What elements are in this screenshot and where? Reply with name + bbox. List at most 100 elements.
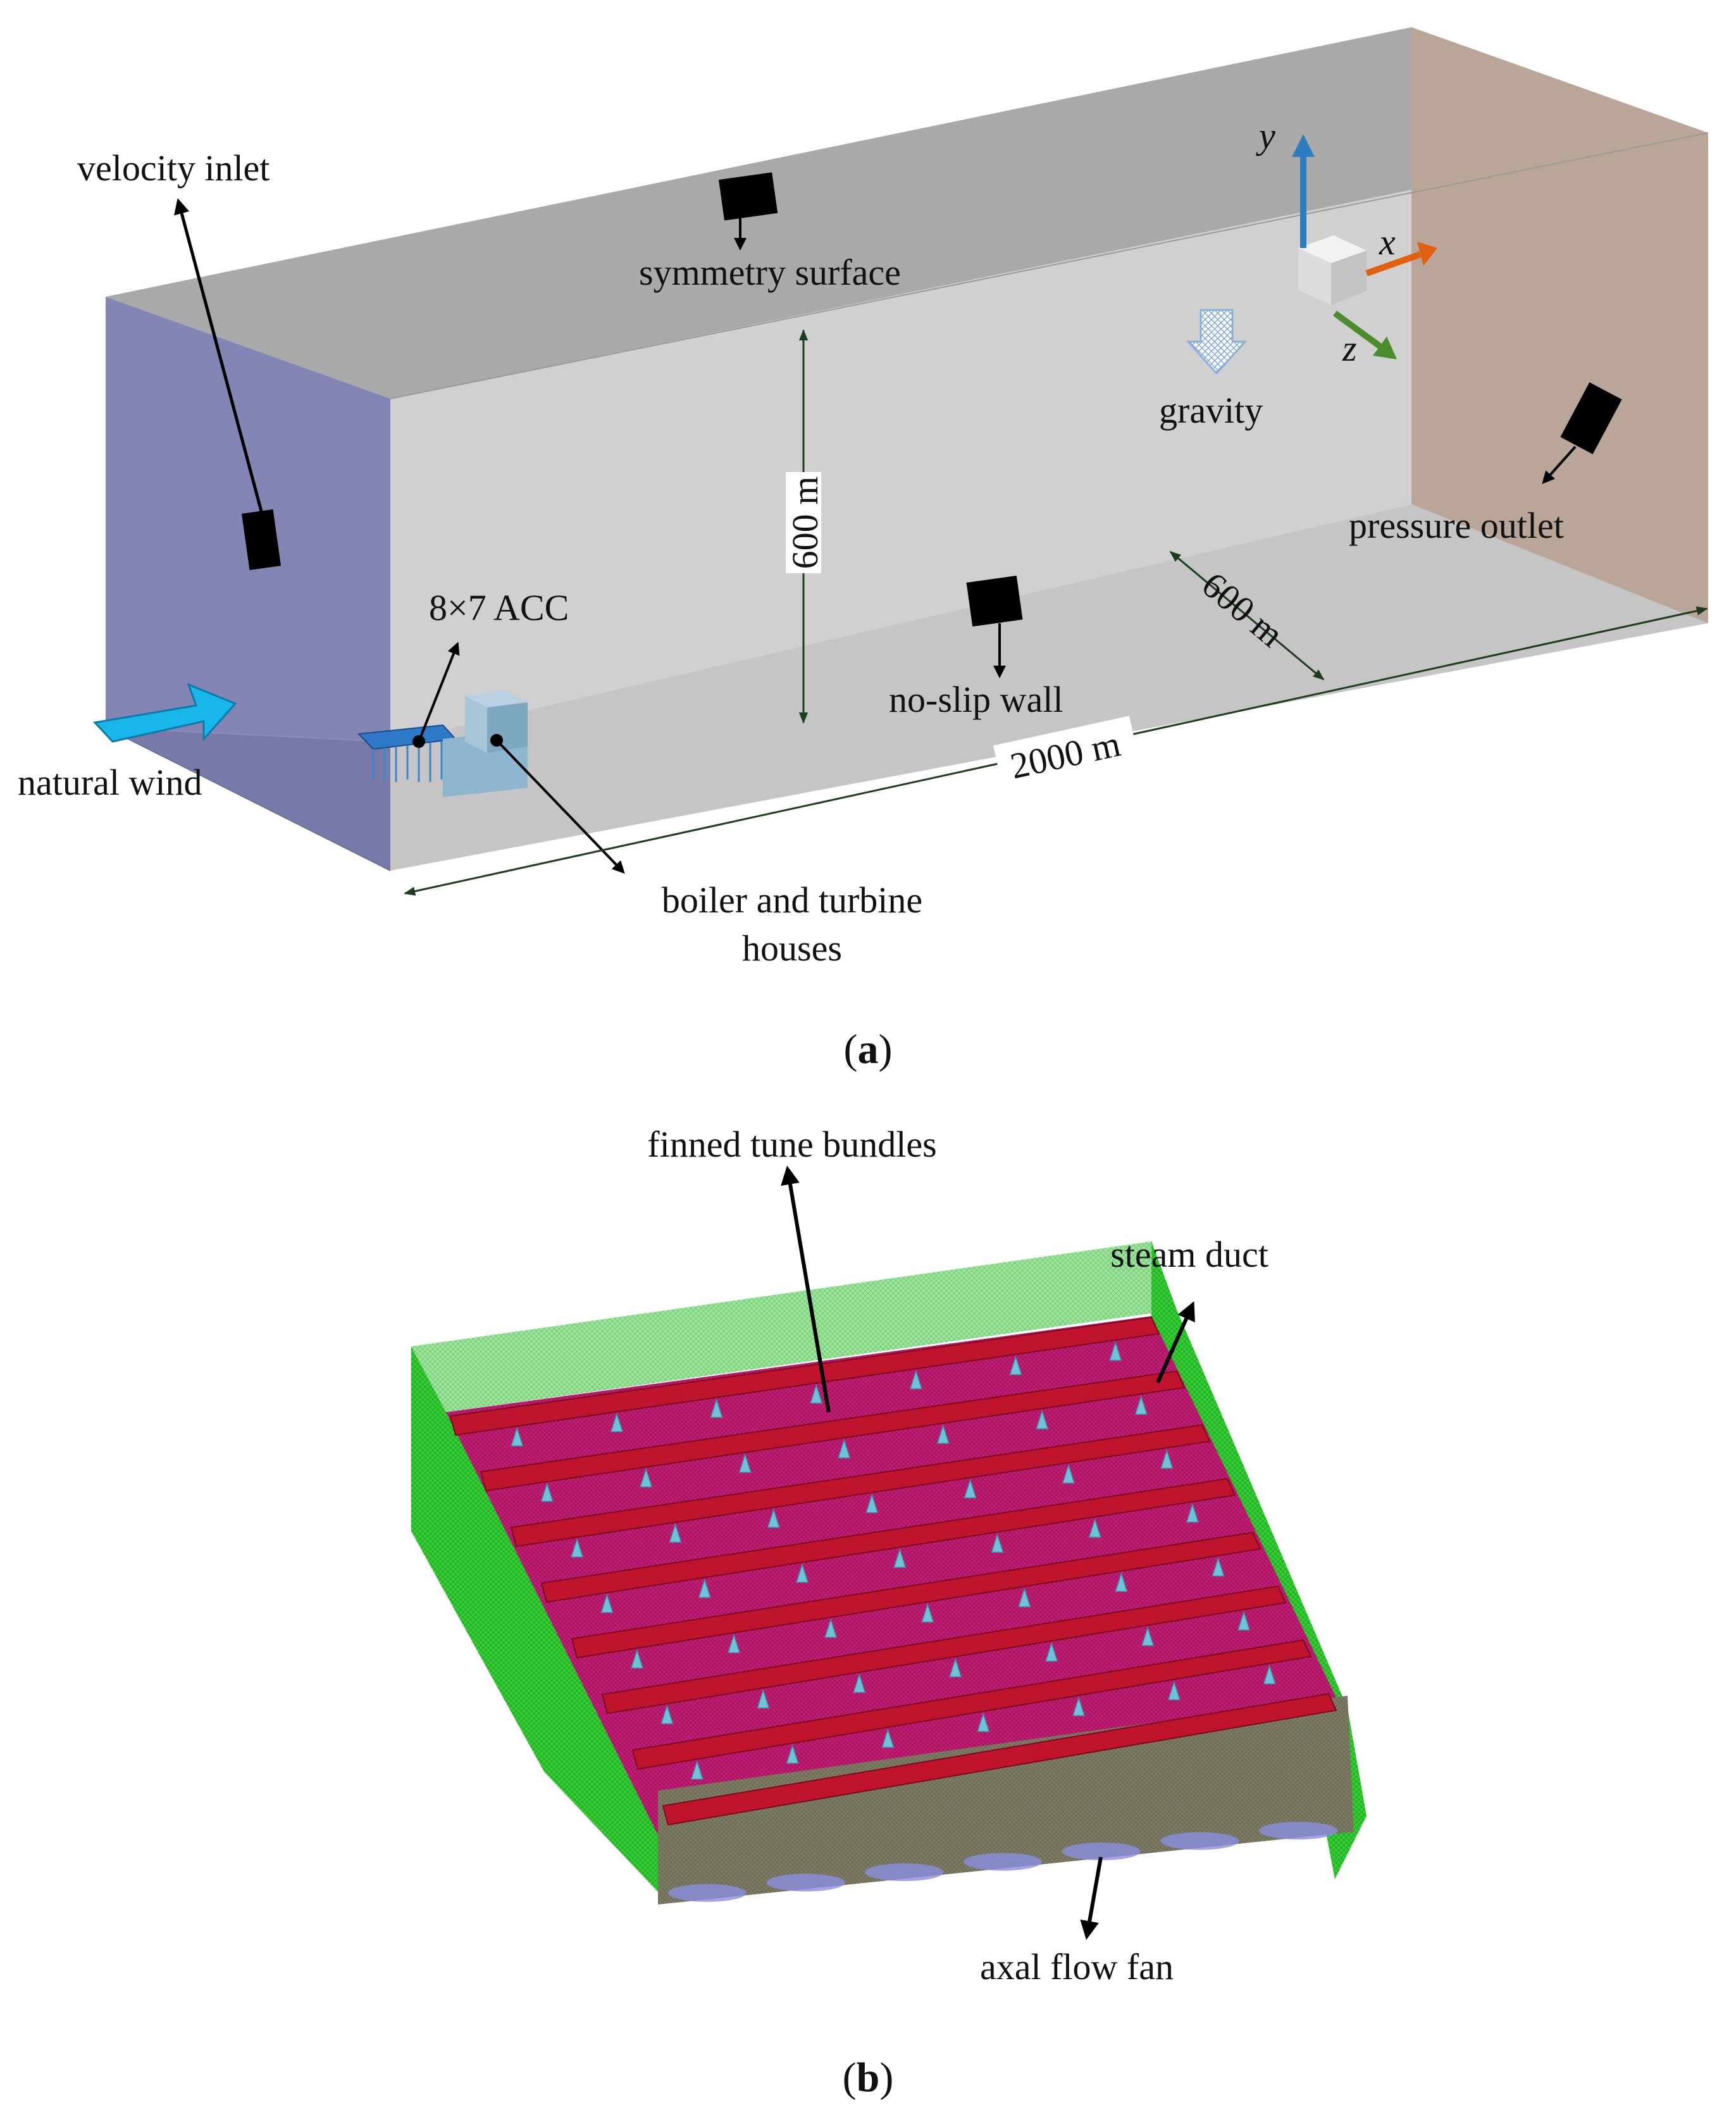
fan-cone bbox=[600, 1593, 614, 1613]
y-axis-label: y bbox=[1256, 115, 1275, 156]
fan-cone bbox=[698, 1578, 711, 1598]
pressure-outlet-pointer bbox=[1542, 445, 1577, 484]
steam-duct bbox=[540, 1477, 1236, 1603]
fan-cone bbox=[1167, 1680, 1181, 1701]
fan-section-front bbox=[658, 1696, 1354, 1905]
fan-cone bbox=[786, 1744, 799, 1764]
panel-b: finned tune bundles steam duct axal flow… bbox=[411, 1124, 1367, 2101]
axial-flow-fan-pointer bbox=[1080, 1856, 1103, 1940]
domain-edges bbox=[390, 132, 1709, 399]
fan-cone bbox=[893, 1548, 907, 1568]
fan-cone bbox=[690, 1760, 704, 1780]
fan-cone bbox=[610, 1412, 623, 1432]
z-axis-label: z bbox=[1342, 328, 1357, 369]
natural-wind-arrow bbox=[93, 683, 237, 743]
steam-duct bbox=[480, 1370, 1186, 1492]
height-dimension-label: 600 m bbox=[784, 476, 826, 569]
fan-cone bbox=[1009, 1355, 1022, 1376]
pressure-outlet-marker bbox=[1560, 382, 1622, 454]
gravity-arrow bbox=[1186, 309, 1248, 375]
fan-disc bbox=[1160, 1832, 1239, 1850]
fan-cone bbox=[767, 1508, 780, 1528]
velocity-inlet-label: velocity inlet bbox=[77, 147, 270, 189]
panel-a: velocity inlet symmetry surface gravity … bbox=[18, 27, 1709, 1072]
fan-cone bbox=[1134, 1395, 1148, 1415]
axial-flow-fans bbox=[667, 1822, 1338, 1902]
finned-tube-bundles-pointer bbox=[781, 1165, 831, 1413]
no-slip-wall-marker bbox=[966, 575, 1023, 627]
fan-cone bbox=[738, 1453, 752, 1473]
height-dimension-label-bg bbox=[786, 472, 821, 573]
fan-cone bbox=[936, 1424, 950, 1444]
no-slip-wall-label: no-slip wall bbox=[889, 679, 1063, 720]
steam-duct-pointer bbox=[1156, 1301, 1195, 1384]
finned-tube-bundles-label: finned tune bundles bbox=[647, 1124, 936, 1165]
fan-cone bbox=[1109, 1341, 1122, 1361]
steam-ducts bbox=[449, 1316, 1337, 1826]
fan-cone bbox=[1212, 1557, 1225, 1577]
fan-cone bbox=[757, 1688, 770, 1709]
fan-cone bbox=[1088, 1518, 1101, 1538]
x-axis-label: x bbox=[1379, 221, 1396, 263]
steam-duct-label: steam duct bbox=[1110, 1234, 1268, 1275]
boiler-label-line2: houses bbox=[742, 928, 842, 969]
fan-disc bbox=[865, 1863, 944, 1881]
fan-cone bbox=[853, 1673, 866, 1693]
acc-model bbox=[357, 724, 457, 782]
axial-flow-fan-label: axal flow fan bbox=[980, 1946, 1174, 1987]
fan-cone bbox=[669, 1522, 682, 1543]
fan-cones bbox=[511, 1341, 1276, 1780]
fan-cone bbox=[1072, 1696, 1086, 1717]
fan-cone bbox=[810, 1384, 823, 1404]
boiler-dot bbox=[490, 734, 503, 747]
fan-cone bbox=[921, 1603, 934, 1623]
fan-cone bbox=[1186, 1503, 1199, 1523]
fan-cone bbox=[660, 1704, 674, 1724]
fan-cone bbox=[511, 1426, 524, 1446]
steam-duct bbox=[662, 1693, 1337, 1826]
fan-cone bbox=[1045, 1641, 1058, 1662]
fan-disc bbox=[1062, 1842, 1141, 1861]
fan-cone bbox=[824, 1618, 838, 1638]
fan-cone bbox=[949, 1657, 962, 1677]
inlet-face-shade bbox=[106, 728, 390, 871]
fan-cone bbox=[540, 1482, 554, 1502]
domain-top-face bbox=[106, 27, 1708, 399]
steam-duct bbox=[601, 1585, 1287, 1715]
fan-cone bbox=[909, 1369, 922, 1389]
fan-disc bbox=[1259, 1822, 1338, 1840]
fan-cone bbox=[1141, 1626, 1155, 1646]
symmetry-surface-marker bbox=[718, 172, 778, 221]
fan-cone bbox=[640, 1467, 653, 1488]
z-axis-arrow bbox=[1333, 310, 1384, 351]
fan-cone bbox=[571, 1538, 584, 1558]
velocity-inlet-pointer bbox=[174, 198, 263, 512]
fan-cone bbox=[1160, 1448, 1174, 1469]
fan-cone bbox=[964, 1478, 977, 1498]
natural-wind-label: natural wind bbox=[18, 762, 202, 803]
fan-cone bbox=[881, 1728, 895, 1748]
length-dimension-label-bg bbox=[993, 716, 1139, 789]
fan-cone bbox=[991, 1532, 1004, 1553]
fan-cone bbox=[838, 1438, 851, 1458]
acc-dot bbox=[412, 735, 425, 748]
symmetry-surface-label: symmetry surface bbox=[639, 252, 901, 293]
caption-a: (a) bbox=[844, 1026, 893, 1072]
fan-cone bbox=[1115, 1572, 1128, 1592]
domain-back-wall bbox=[390, 190, 1411, 742]
fan-disc bbox=[667, 1884, 747, 1902]
pressure-outlet-label: pressure outlet bbox=[1349, 505, 1564, 546]
fan-cone bbox=[630, 1648, 643, 1669]
velocity-inlet-marker bbox=[241, 509, 282, 571]
fan-cone bbox=[865, 1493, 879, 1513]
steam-duct bbox=[631, 1639, 1312, 1770]
fan-disc bbox=[964, 1853, 1042, 1871]
mesh-top-face bbox=[411, 1241, 1177, 1412]
steam-duct bbox=[449, 1316, 1160, 1436]
steam-duct bbox=[510, 1424, 1211, 1548]
steam-duct bbox=[571, 1531, 1262, 1659]
pressure-outlet-face bbox=[1411, 27, 1708, 623]
fan-cone bbox=[1036, 1409, 1049, 1429]
